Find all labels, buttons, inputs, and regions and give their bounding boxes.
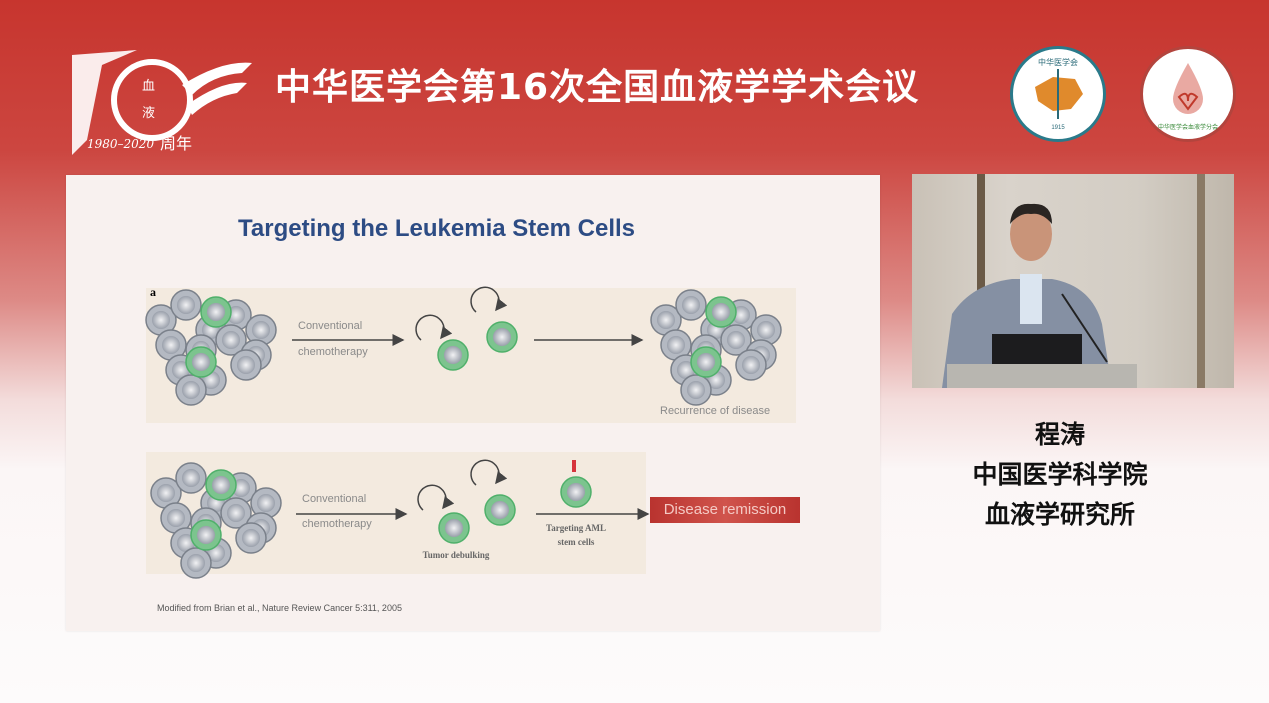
cell-nucleus: [742, 356, 760, 374]
antibody-icon: [572, 460, 576, 472]
cell-nucleus: [697, 353, 715, 371]
cell-nucleus: [157, 484, 175, 502]
cell-nucleus: [192, 353, 210, 371]
disease-remission-box: Disease remission: [650, 497, 800, 523]
svg-text:周年: 周年: [160, 134, 192, 153]
self-renewal-arrow: [470, 286, 508, 313]
cell-nucleus: [222, 331, 240, 349]
cell-nucleus: [567, 483, 585, 501]
targeting-label: stem cells: [557, 537, 595, 547]
cell-nucleus: [172, 361, 190, 379]
cell-nucleus: [227, 504, 245, 522]
citation: Modified from Brian et al., Nature Revie…: [157, 603, 402, 613]
chinese-medical-association-seal: 中华医学会 1915: [1010, 46, 1106, 142]
svg-text:中华医学会血液学分会: 中华医学会血液学分会: [1158, 123, 1218, 131]
cell-nucleus: [682, 296, 700, 314]
cell-nucleus: [187, 554, 205, 572]
cell-nucleus: [167, 509, 185, 527]
arrow-label: Conventional: [298, 320, 363, 332]
anniversary-logo: 血 液 1980–2020 周年: [42, 45, 257, 175]
cell-nucleus: [257, 494, 275, 512]
presentation-slide: Targeting the Leukemia Stem Cells a Conv…: [66, 175, 880, 631]
speaker-video[interactable]: [912, 174, 1234, 388]
cell-nucleus: [757, 321, 775, 339]
speaker-name: 程涛: [1034, 420, 1085, 449]
self-renewal-arrow: [417, 484, 455, 511]
cell-nucleus: [152, 311, 170, 329]
cell-nucleus: [727, 331, 745, 349]
cell-nucleus: [162, 336, 180, 354]
svg-text:中华医学会: 中华医学会: [1038, 57, 1078, 67]
cell-nucleus: [687, 381, 705, 399]
cell-nucleus: [493, 328, 511, 346]
cell-nucleus: [197, 526, 215, 544]
outcome-label: Recurrence of disease: [660, 405, 771, 417]
cell-nucleus: [182, 469, 200, 487]
cell-nucleus: [237, 356, 255, 374]
cell-nucleus: [444, 346, 462, 364]
self-renewal-arrow: [415, 314, 453, 341]
targeting-label: Targeting AML: [546, 523, 606, 533]
chinese-society-of-hematology-seal: 中华医学会血液学分会: [1140, 46, 1236, 142]
slide-title: Targeting the Leukemia Stem Cells: [238, 215, 635, 242]
cell-nucleus: [177, 296, 195, 314]
speaker-department: 血液学研究所: [984, 500, 1135, 529]
self-renewal-arrow: [470, 459, 508, 486]
cell-nucleus: [677, 361, 695, 379]
debulking-label: Tumor debulking: [422, 550, 490, 560]
cell-nucleus: [491, 501, 509, 519]
cell-nucleus: [252, 321, 270, 339]
cell-nucleus: [667, 336, 685, 354]
arrow-label: chemotherapy: [298, 346, 368, 358]
svg-text:1915: 1915: [1051, 125, 1065, 131]
cell-nucleus: [445, 519, 463, 537]
conference-title: 中华医学会第16次全国血液学学术会议: [275, 67, 920, 108]
svg-text:1980–2020: 1980–2020: [87, 137, 154, 151]
arrow-label: Conventional: [302, 493, 367, 505]
cell-nucleus: [712, 303, 730, 321]
cell-nucleus: [657, 311, 675, 329]
cell-nucleus: [177, 534, 195, 552]
panel-label: a: [150, 285, 156, 299]
speaker-institution: 中国医学科学院: [972, 460, 1148, 489]
cell-nucleus: [182, 381, 200, 399]
cell-nucleus: [212, 476, 230, 494]
cell-nucleus: [207, 303, 225, 321]
arrow-label: chemotherapy: [302, 518, 372, 530]
svg-text:液: 液: [142, 106, 155, 121]
diagram: [145, 286, 782, 579]
logo-glyph-text: 血: [142, 79, 155, 94]
cell-nucleus: [242, 529, 260, 547]
